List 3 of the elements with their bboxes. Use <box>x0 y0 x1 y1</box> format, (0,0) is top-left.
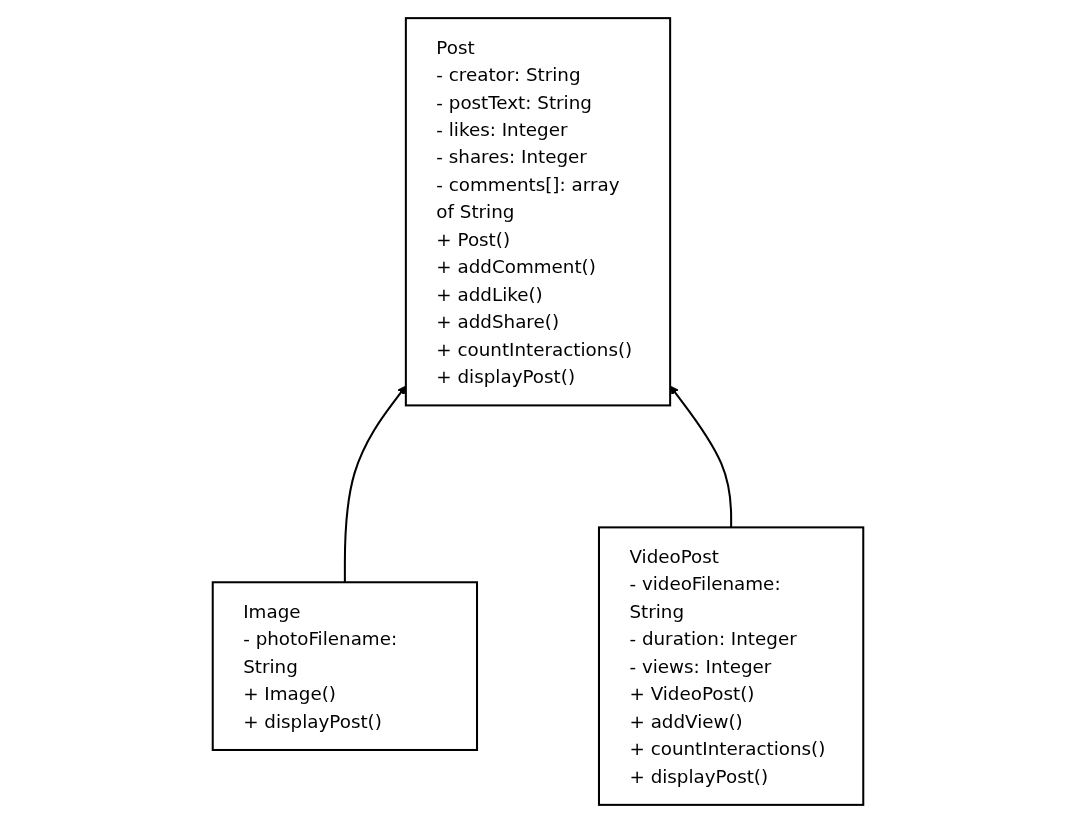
node-box: VideoPost - videoFilename: String - duration: Integer - views: Integer + VideoPost() + addView() + countInteractions() + displayPost() <box>597 526 865 806</box>
node-box: Post - creator: String - postText: String - likes: Integer - shares: Integer - comments[]: array of String + Post() + addComment() + addLike() + addShare() + countInteractions() + displayPost() <box>404 17 672 407</box>
node-box: Image - photoFilename: String + Image() + displayPost() <box>211 581 479 751</box>
